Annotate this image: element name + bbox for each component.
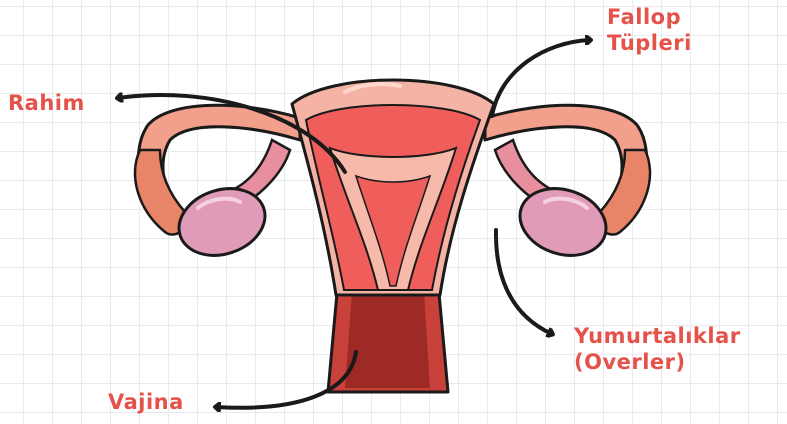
label-vagina: Vajina	[108, 389, 184, 415]
label-vagina-text: Vajina	[108, 389, 184, 415]
label-ovaries-line2: (Overler)	[574, 349, 741, 375]
label-uterus-text: Rahim	[8, 90, 85, 116]
label-fallopian-line1: Fallop	[607, 4, 692, 30]
label-fallopian-line2: Tüpleri	[607, 30, 692, 56]
label-fallopian-tubes: Fallop Tüpleri	[607, 4, 692, 56]
label-ovaries-line1: Yumurtalıklar	[574, 323, 741, 349]
label-uterus: Rahim	[8, 90, 85, 116]
label-ovaries: Yumurtalıklar (Overler)	[574, 323, 741, 375]
